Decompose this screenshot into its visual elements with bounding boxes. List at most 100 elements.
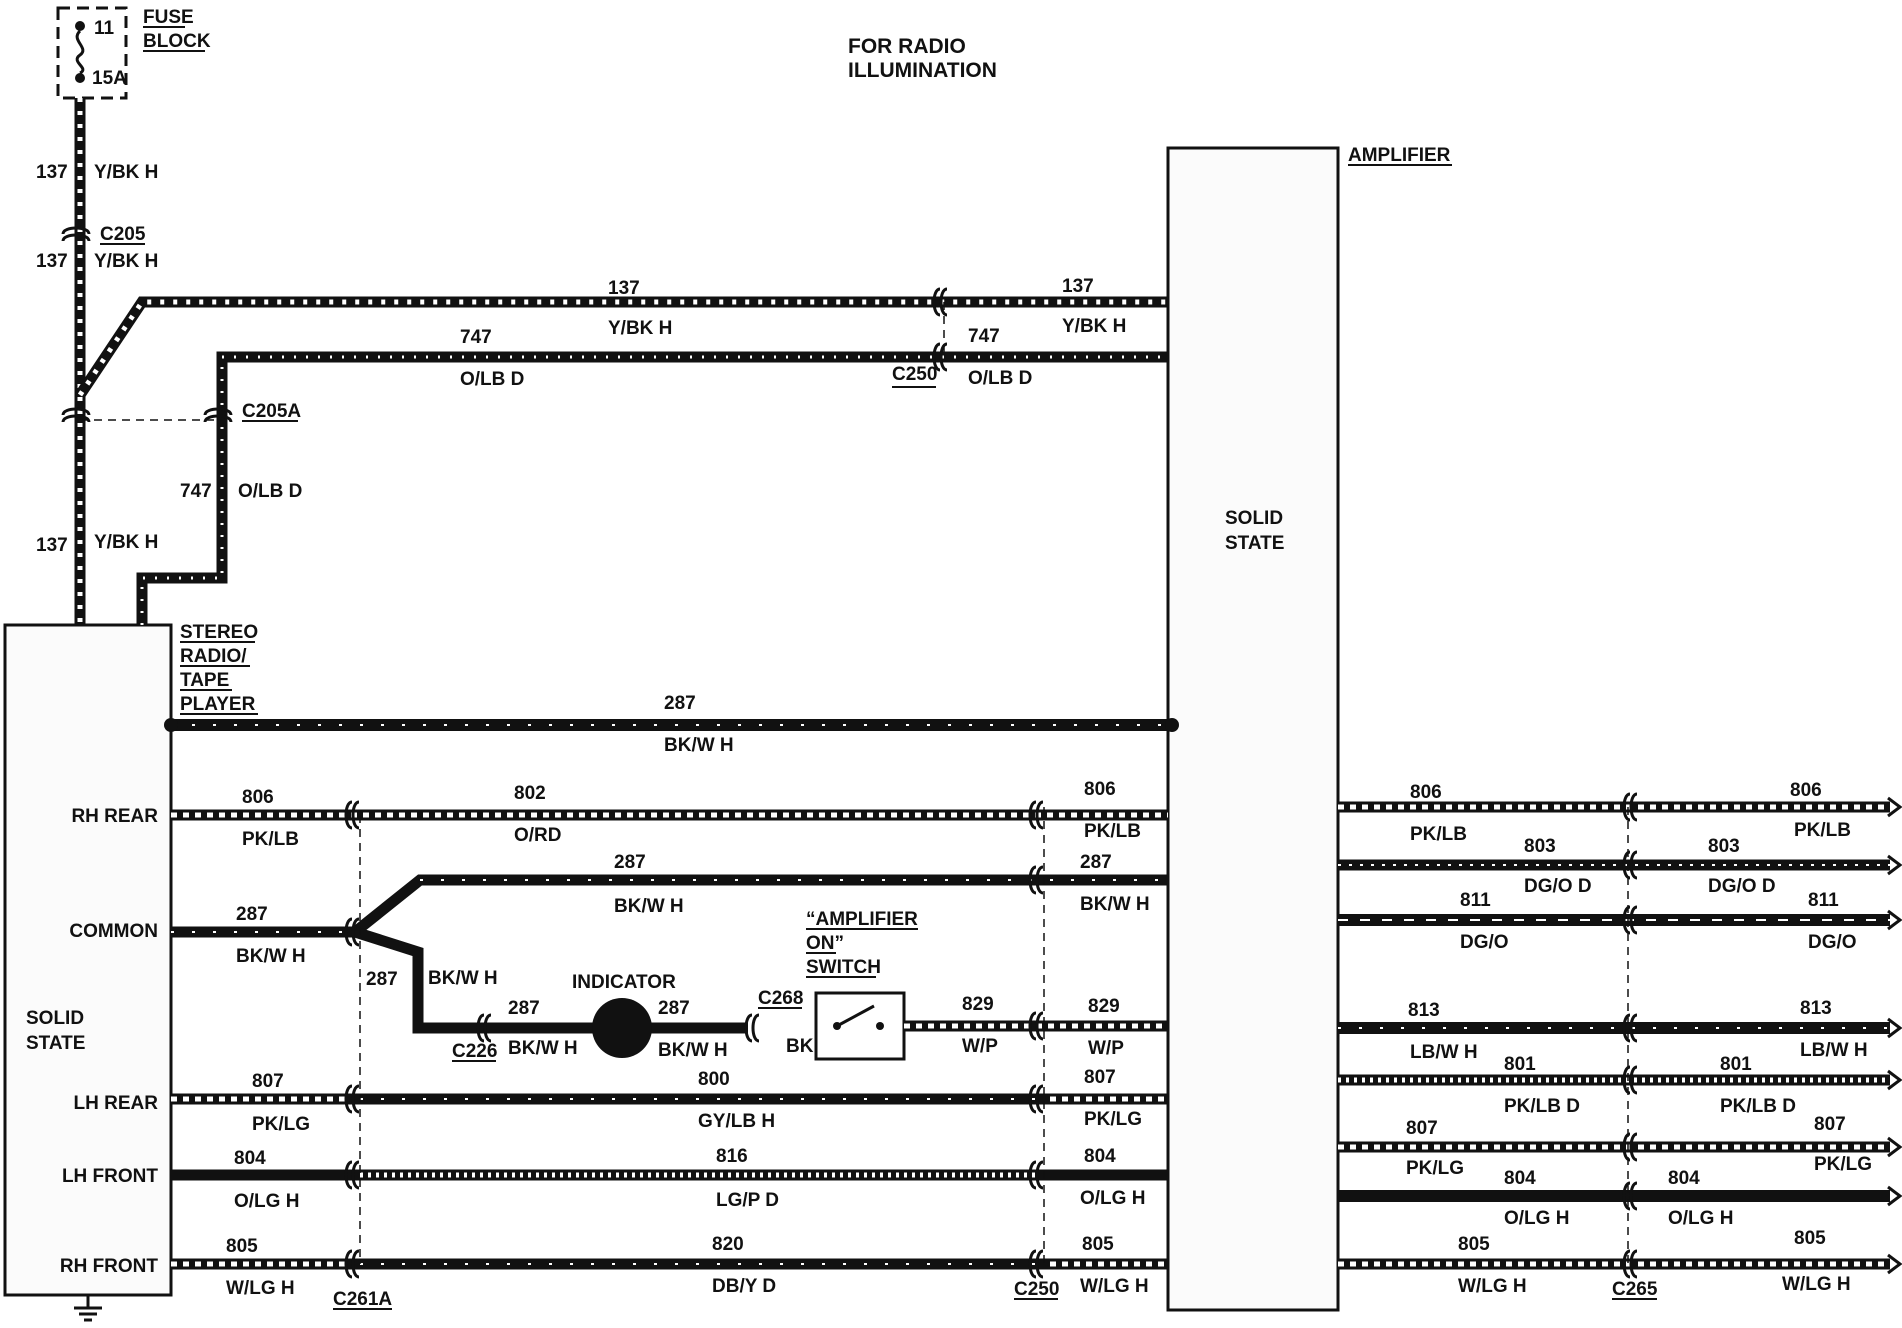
wire-label: 803 — [1708, 836, 1740, 857]
port-lh-front: LH FRONT — [62, 1166, 158, 1187]
switch-label-3: SWITCH — [806, 957, 881, 978]
connector-c205a: C205A — [242, 401, 301, 422]
wire-label: 829 — [1088, 996, 1120, 1017]
wire-label: 137 — [608, 278, 640, 299]
wire-label: 801 — [1720, 1054, 1752, 1075]
connector-c226: C226 — [452, 1041, 497, 1062]
wire-label: 287 — [236, 904, 268, 925]
wire-label: 806 — [1084, 779, 1116, 800]
wire-label: 807 — [1406, 1118, 1438, 1139]
wire-label: 807 — [1814, 1114, 1846, 1135]
title-line-1: FOR RADIO — [848, 35, 966, 58]
wire-label: 804 — [1084, 1146, 1116, 1167]
wire-label: LB/W H — [1800, 1040, 1868, 1061]
wire-label: BK/W H — [236, 946, 306, 967]
wire-287-top — [164, 718, 1179, 732]
wire-label: Y/BK H — [608, 318, 672, 339]
connector-c250-bottom: C250 — [1014, 1279, 1059, 1300]
wire-label: 800 — [698, 1069, 730, 1090]
wire-label: PK/LB — [242, 829, 299, 850]
wire-label: 747 — [968, 326, 1000, 347]
wire-label: W/LG H — [1458, 1276, 1527, 1297]
wire-label: 829 — [962, 994, 994, 1015]
fuse-icon — [75, 29, 85, 75]
switch-label-2: ON” — [806, 933, 844, 954]
radio-label-4: PLAYER — [180, 694, 256, 715]
wire-label: 287 — [366, 969, 398, 990]
wire-label: W/P — [1088, 1038, 1124, 1059]
radio-label-1: STEREO — [180, 622, 258, 643]
wire-label: 807 — [1084, 1067, 1116, 1088]
wire-label: 811 — [1460, 890, 1491, 911]
wire-label: W/LG H — [1782, 1274, 1851, 1295]
wire-label: BK/W H — [428, 968, 498, 989]
wire-137-to-amplifier — [75, 296, 1168, 399]
radio-label-3: TAPE — [180, 670, 229, 691]
radio-body-1: SOLID — [26, 1008, 84, 1029]
wire-label: BK/W H — [658, 1040, 728, 1061]
connector-c268: C268 — [758, 988, 803, 1009]
wire-label: O/LG H — [1504, 1208, 1569, 1229]
wire-label: 805 — [226, 1236, 258, 1257]
wire-label: BK/W H — [1080, 894, 1150, 915]
wire-label: BK/W H — [664, 735, 734, 756]
connector-ties — [80, 302, 1629, 1264]
wire-label: BK — [786, 1036, 814, 1057]
indicator-label: INDICATOR — [572, 972, 676, 993]
wire-label: O/LB D — [968, 368, 1032, 389]
wire-label: PK/LB D — [1504, 1096, 1580, 1117]
indicator-lamp-icon — [592, 998, 652, 1058]
wire-label: DG/O — [1808, 932, 1857, 953]
wire-label: DG/O D — [1708, 876, 1776, 897]
port-lh-rear: LH REAR — [74, 1093, 159, 1114]
wire-label: 813 — [1408, 1000, 1440, 1021]
wire-label: BK/W H — [508, 1038, 578, 1059]
wire-label: 137 — [36, 535, 68, 556]
wire-label: 806 — [1790, 780, 1822, 801]
amplifier-on-switch[interactable] — [814, 991, 906, 1061]
wire-label: PK/LG — [1814, 1154, 1872, 1175]
title-line-2: ILLUMINATION — [848, 59, 997, 82]
wire-label: 137 — [1062, 276, 1094, 297]
wire-label: 137 — [36, 162, 68, 183]
fuse-label-2: BLOCK — [143, 31, 211, 52]
speaker-outputs — [1338, 796, 1902, 1275]
port-common: COMMON — [69, 921, 158, 942]
wire-label: PK/LG — [1406, 1158, 1464, 1179]
wire-label: PK/LB — [1084, 821, 1141, 842]
wire-label: DG/O D — [1524, 876, 1592, 897]
wire-label: O/RD — [514, 825, 562, 846]
wire-label: 811 — [1808, 890, 1839, 911]
wire-label: 747 — [180, 481, 212, 502]
wire-label: O/LG H — [1668, 1208, 1733, 1229]
wire-label: Y/BK H — [94, 532, 158, 553]
radio-body-2: STATE — [26, 1033, 85, 1054]
wire-label: O/LB D — [460, 369, 524, 390]
wire-label: Y/BK H — [1062, 316, 1126, 337]
wire-label: 805 — [1794, 1228, 1826, 1249]
wire-label: PK/LG — [1084, 1109, 1142, 1130]
wire-label: 820 — [712, 1234, 744, 1255]
wire-label: 816 — [716, 1146, 748, 1167]
wire-label: 747 — [460, 327, 492, 348]
wire-label: 806 — [242, 787, 274, 808]
amplifier-body-2: STATE — [1225, 533, 1284, 554]
port-rh-rear: RH REAR — [71, 806, 158, 827]
wire-label: W/LG H — [226, 1278, 295, 1299]
fuse-block: 11 15A — [56, 6, 128, 100]
wire-label: 804 — [1668, 1168, 1700, 1189]
wire-label: O/LB D — [238, 481, 302, 502]
wire-label: 807 — [252, 1071, 284, 1092]
connector-c261a: C261A — [333, 1289, 392, 1310]
amplifier-label: AMPLIFIER — [1348, 145, 1451, 166]
connector-c250-top: C250 — [892, 364, 937, 385]
fuse-rating: 15A — [92, 68, 127, 89]
wire-label: PK/LB D — [1720, 1096, 1796, 1117]
wire-label: PK/LB — [1794, 820, 1851, 841]
wire-label: 805 — [1082, 1234, 1114, 1255]
wire-label: GY/LB H — [698, 1111, 775, 1132]
connector-c265: C265 — [1612, 1279, 1658, 1300]
wire-label: 287 — [658, 998, 690, 1019]
wire-747 — [136, 351, 1168, 625]
wire-label: DB/Y D — [712, 1276, 776, 1297]
